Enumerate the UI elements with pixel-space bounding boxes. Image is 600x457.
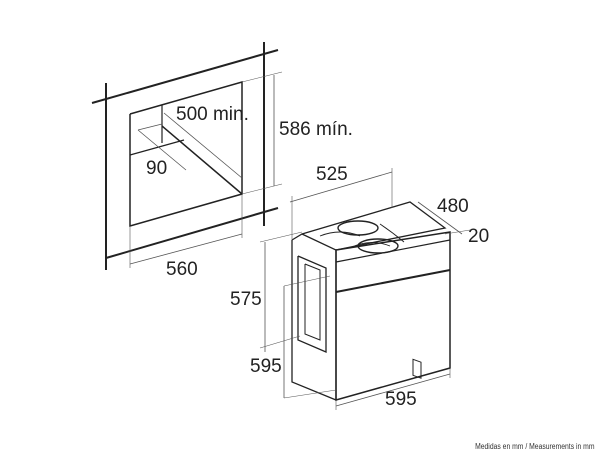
oven-drawing: [259, 168, 471, 410]
niche-depth-label: 500 min.: [176, 104, 249, 125]
front-width-label: 595: [385, 389, 417, 410]
vent-gap-label: 90: [146, 158, 167, 179]
niche-height-label: 586 mín.: [279, 119, 353, 140]
niche-width-label: 560: [166, 259, 198, 280]
side-height-label: 575: [230, 289, 262, 310]
door-thickness-label: 20: [468, 226, 489, 247]
oven-top-width-label: 525: [316, 164, 348, 185]
oven-depth-label: 480: [437, 196, 469, 217]
niche-drawing: [91, 42, 283, 270]
measurement-note: Medidas en mm / Measurements in mm: [474, 442, 594, 451]
front-height-label: 595: [250, 356, 282, 377]
